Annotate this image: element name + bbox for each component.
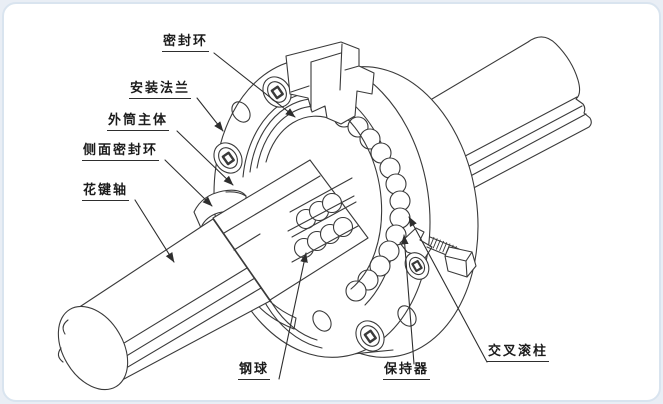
leader-outer-cylinder (176, 130, 234, 186)
label-mounting-flange: 安装法兰 (129, 80, 192, 100)
label-seal-ring: 密封环 (162, 33, 210, 53)
socket-screw-top (262, 76, 292, 108)
steel-ball-set (287, 177, 359, 263)
leader-lines (134, 52, 488, 380)
label-side-seal-ring: 侧面密封环 (82, 142, 160, 162)
socket-screw-bottom (355, 320, 385, 352)
label-spline-shaft: 花键轴 (82, 182, 130, 202)
shaft-end-face (57, 305, 129, 391)
leader-mounting-flange (196, 97, 224, 132)
label-outer-cylinder-body: 外筒主体 (107, 112, 170, 132)
socket-screw-left (213, 142, 243, 174)
leader-side-seal-ring (164, 159, 213, 207)
leader-spline-shaft (134, 199, 175, 263)
label-retainer: 保持器 (383, 361, 431, 381)
leader-seal-ring (213, 52, 296, 118)
label-cross-roller: 交叉滚柱 (487, 343, 550, 363)
seal-ring-section-block (285, 41, 375, 125)
leader-steel-ball (278, 252, 308, 380)
label-steel-ball: 钢球 (238, 361, 271, 381)
cross-roller-ring (333, 97, 411, 306)
spline-shaft-front-section (57, 218, 271, 391)
leader-cross-roller (408, 216, 488, 363)
leader-retainer (400, 234, 415, 365)
socket-screw-right (404, 252, 430, 280)
flange-bolt-holes (231, 101, 417, 332)
